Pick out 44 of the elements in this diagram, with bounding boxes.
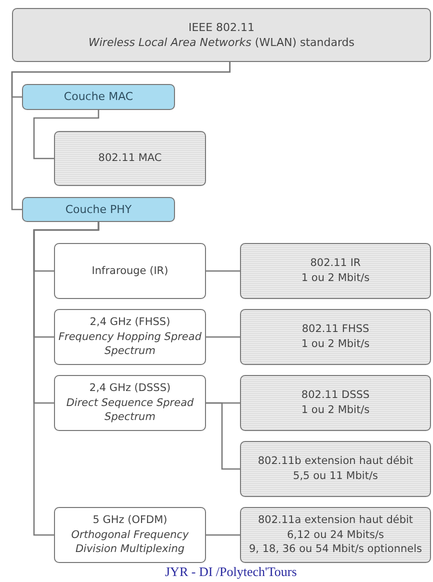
standard-box	[54, 131, 206, 186]
node-text: Orthogonal Frequency Division Multiplexing	[70, 528, 190, 558]
node-text: Direct Sequence Spread Spectrum	[65, 396, 195, 426]
node-title: 802.11 FHSS	[302, 322, 370, 337]
node-text: 5,5 ou 11 Mbit/s	[293, 469, 378, 484]
connector-line	[206, 402, 240, 470]
connector-line	[206, 336, 240, 338]
node-title: 802.11 DSSS	[301, 388, 370, 403]
node-title: 802.11b extension haut débit	[258, 454, 414, 469]
technology-box	[54, 243, 206, 299]
node-title: 2,4 GHz (FHSS)	[90, 314, 170, 330]
node-title: 802.11 MAC	[98, 151, 162, 166]
connector-line	[33, 222, 100, 536]
standard-box	[240, 507, 431, 563]
node-title: 802.11 IR	[310, 256, 361, 271]
node-title: Couche PHY	[65, 202, 132, 218]
footer-credit: JYR - DI /Polytech'Tours	[165, 564, 297, 580]
node-title: IEEE 802.11	[188, 20, 255, 35]
connector-line	[206, 534, 240, 536]
connector-line	[11, 62, 231, 210]
layer-box	[22, 197, 175, 222]
technology-box	[54, 309, 206, 365]
title-box	[12, 8, 431, 62]
standard-box	[240, 375, 431, 431]
node-title: 2,4 GHz (DSSS)	[89, 380, 171, 396]
layer-box	[22, 84, 175, 110]
node-text: Wireless Local Area Networks (WLAN) standards	[88, 35, 355, 50]
node-text: 6,12 ou 24 Mbits/s	[286, 528, 384, 542]
node-text: 1 ou 2 Mbit/s	[301, 337, 370, 352]
standard-box	[240, 441, 431, 497]
node-text: 1 ou 2 Mbit/s	[301, 403, 370, 418]
technology-box	[54, 507, 206, 563]
node-title: 5 GHz (OFDM)	[92, 512, 168, 528]
node-title: 802.11a extension haut débit	[258, 512, 414, 528]
node-text: 9, 18, 36 ou 54 Mbit/s optionnels	[248, 542, 422, 558]
connector-line	[206, 270, 240, 272]
node-title: Infrarouge (IR)	[92, 264, 168, 278]
standard-box	[240, 309, 431, 365]
node-title: Couche MAC	[64, 89, 134, 105]
technology-box	[54, 375, 206, 431]
node-text: 1 ou 2 Mbit/s	[301, 271, 370, 286]
standard-box	[240, 243, 431, 299]
connector-line	[33, 110, 100, 160]
node-text: Frequency Hopping Spread Spectrum	[57, 330, 202, 360]
